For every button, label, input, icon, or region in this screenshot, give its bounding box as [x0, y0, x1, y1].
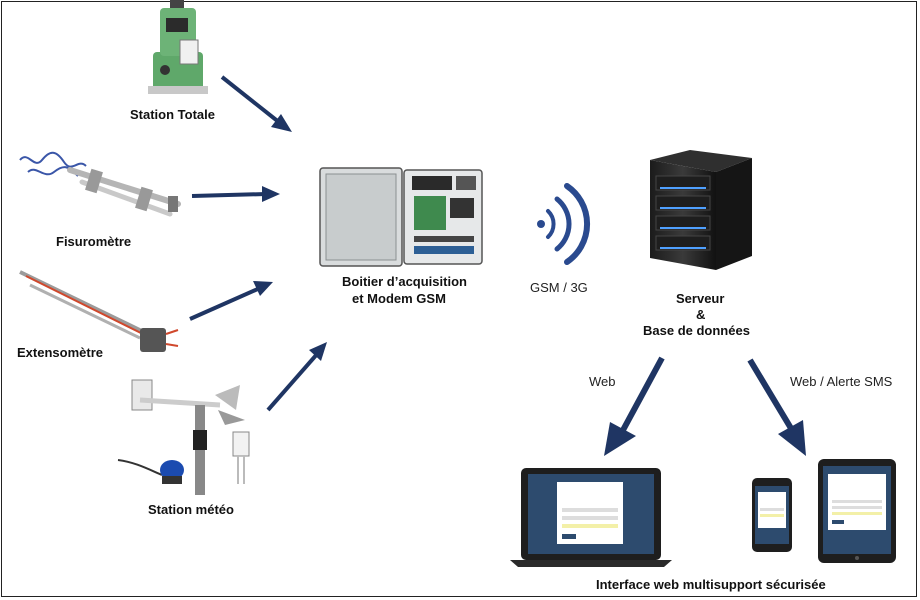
wireless-signal-icon: [537, 183, 591, 265]
arrow-fisurometre: [191, 186, 280, 202]
fisurometre-label: Fisuromètre: [56, 234, 131, 249]
arrow-extensometre: [189, 281, 273, 321]
arrow-web-laptop: [604, 356, 665, 456]
station-meteo-label: Station météo: [148, 502, 234, 517]
serveur-label-line1: Serveur: [676, 291, 724, 306]
crack-gauge-image: [19, 151, 181, 217]
phone-image: [752, 478, 792, 552]
total-station-image: [148, 0, 208, 94]
boitier-label-line2: et Modem GSM: [352, 291, 446, 306]
boitier-label-line1: Boitier d’acquisition: [342, 274, 467, 289]
tablet-image: [818, 459, 896, 563]
extensometre-label: Extensomètre: [17, 345, 103, 360]
weather-station-image: [117, 379, 250, 495]
serveur-label-line3: Base de données: [643, 323, 750, 338]
acquisition-box-image: [319, 167, 483, 267]
extensometer-image: [19, 270, 179, 352]
web-right-label: Web / Alerte SMS: [790, 374, 893, 389]
arrow-web-mobile: [747, 358, 806, 456]
arrow-station-totale: [220, 75, 292, 132]
station-totale-label: Station Totale: [130, 107, 215, 122]
serveur-label-line2: &: [696, 307, 705, 322]
arrow-station-meteo: [266, 342, 327, 412]
interface-label: Interface web multisupport sécurisée: [596, 577, 826, 592]
gsm-label: GSM / 3G: [530, 280, 588, 295]
laptop-image: [510, 468, 672, 567]
web-left-label: Web: [589, 374, 616, 389]
server-image: [650, 150, 752, 270]
